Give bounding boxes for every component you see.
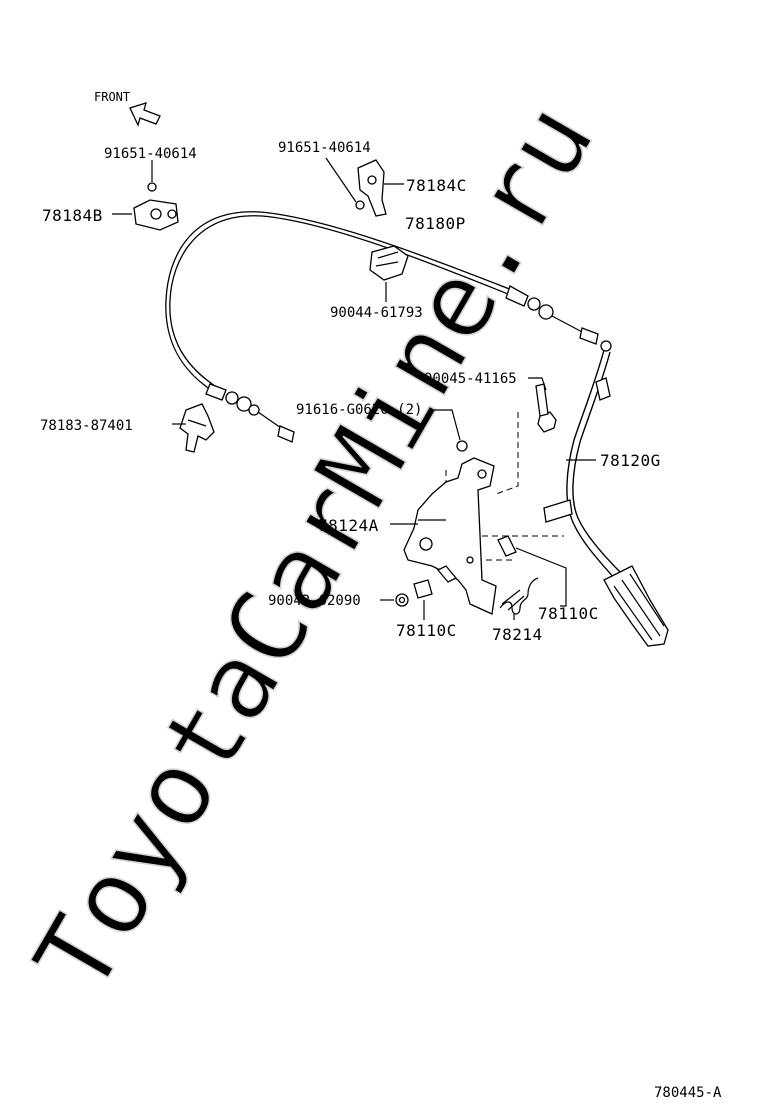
pedal-bracket-78124a bbox=[403, 457, 497, 615]
bracket-78184b bbox=[133, 182, 179, 231]
nut-90042 bbox=[395, 593, 409, 607]
clamp-90044 bbox=[369, 245, 409, 281]
label-78214: 78214 bbox=[492, 625, 543, 644]
label-78183: 78183-87401 bbox=[40, 418, 133, 434]
pedal-lever-78120g bbox=[543, 340, 669, 647]
label-91651-left: 91651-40614 bbox=[104, 146, 197, 162]
front-arrow-icon bbox=[129, 102, 161, 127]
spring-78214 bbox=[499, 577, 539, 620]
label-91616: 91616-G0620 (2) bbox=[296, 402, 422, 418]
front-label: FRONT bbox=[94, 90, 130, 104]
label-90042: 90042-02090 bbox=[268, 593, 361, 609]
stopper-bolt-90045 bbox=[535, 383, 557, 433]
bushing-78110c-right bbox=[497, 535, 567, 607]
label-91651-top: 91651-40614 bbox=[278, 140, 371, 156]
accelerator-cable bbox=[165, 211, 599, 443]
bracket-78184c bbox=[355, 159, 387, 217]
bolt-91616 bbox=[456, 440, 468, 452]
diagram-id: 780445-A bbox=[654, 1085, 722, 1101]
label-78184b: 78184B bbox=[42, 206, 103, 225]
clip-78183 bbox=[179, 403, 215, 453]
label-78124a: 78124A bbox=[318, 516, 379, 535]
label-78110c-right: 78110C bbox=[538, 604, 599, 623]
label-78110c-left: 78110C bbox=[396, 621, 457, 640]
label-78180p: 78180P bbox=[405, 214, 466, 233]
bushing-78110c-left bbox=[413, 579, 433, 620]
label-78120g: 78120G bbox=[600, 451, 661, 470]
label-90044: 90044-61793 bbox=[330, 305, 423, 321]
label-90045: 90045-41165 bbox=[424, 371, 517, 387]
label-78184c: 78184C bbox=[406, 176, 467, 195]
